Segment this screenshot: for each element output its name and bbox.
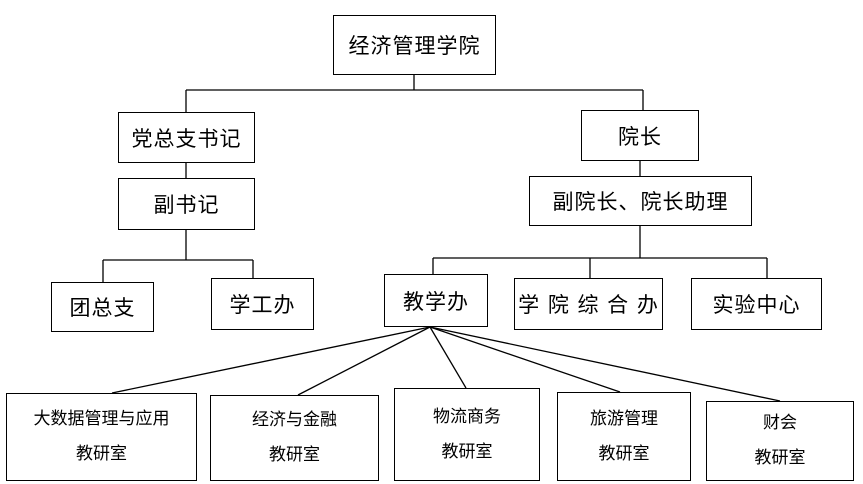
dept-logistics-commerce-name: 物流商务 [433, 406, 501, 427]
dept-tourism-name: 旅游管理 [590, 408, 658, 429]
node-school-of-economics-management: 经济管理学院 [333, 15, 496, 75]
connector-to-dept-big-data [111, 326, 431, 394]
node-party-secretary: 党总支书记 [118, 112, 255, 163]
connector-to-dept-tourism [429, 326, 621, 393]
connector-to-dept-economics [297, 326, 431, 396]
node-deputy-secretary: 副书记 [118, 178, 255, 230]
node-dean: 院长 [581, 110, 699, 161]
node-dept-logistics-commerce: 物流商务 教研室 [394, 388, 540, 481]
dept-accounting-suffix: 教研室 [754, 448, 806, 468]
node-dept-tourism: 旅游管理 教研室 [557, 392, 691, 481]
dept-economics-finance-name: 经济与金融 [252, 410, 337, 430]
node-lab-center: 实验中心 [691, 278, 822, 330]
dept-big-data-name: 大数据管理与应用 [33, 409, 170, 429]
connector-to-dept-accounting [429, 326, 781, 402]
dept-economics-finance-suffix: 教研室 [269, 445, 320, 465]
node-student-affairs-office: 学工办 [211, 278, 314, 330]
node-college-general-office: 学 院 综 合 办 [514, 278, 663, 330]
dept-tourism-suffix: 教研室 [598, 443, 650, 464]
node-deputy-deans: 副院长、院长助理 [529, 176, 752, 226]
dept-logistics-commerce-suffix: 教研室 [441, 441, 493, 462]
node-dept-big-data: 大数据管理与应用 教研室 [6, 393, 197, 481]
node-youth-league: 团总支 [51, 282, 154, 332]
dept-accounting-name: 财会 [763, 413, 797, 433]
node-dept-economics-finance: 经济与金融 教研室 [210, 395, 379, 481]
node-dept-accounting: 财会 教研室 [706, 401, 854, 481]
node-teaching-office: 教学办 [384, 274, 488, 327]
connector-to-dept-logistics [429, 326, 467, 389]
dept-big-data-suffix: 教研室 [76, 444, 127, 464]
